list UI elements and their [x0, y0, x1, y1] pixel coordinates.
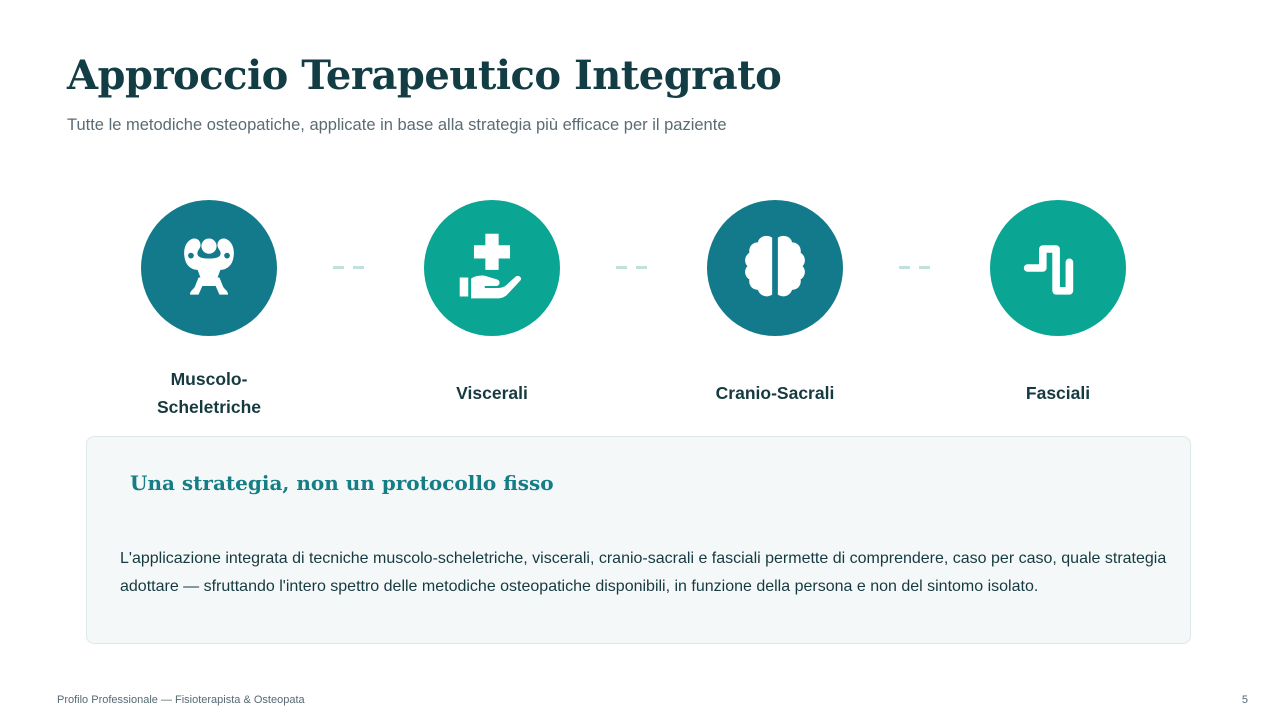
techniques-row: Muscolo-Scheletriche Viscerali: [0, 200, 1280, 420]
technique-cranio-sacrali: Cranio-Sacrali: [665, 200, 885, 423]
technique-viscerali: Viscerali: [382, 200, 602, 423]
technique-muscolo-scheletriche: Muscolo-Scheletriche: [99, 200, 319, 423]
technique-circle: [141, 200, 277, 336]
technique-label: Muscolo-Scheletriche: [156, 369, 262, 417]
strategy-panel: Una strategia, non un protocollo fisso L…: [86, 436, 1191, 644]
care-hand-plus-icon: [459, 233, 522, 299]
technique-label: Viscerali: [456, 383, 528, 403]
slide-subtitle: Tutte le metodiche osteopatiche, applica…: [67, 116, 727, 134]
footer-caption: Profilo Professionale — Fisioterapista &…: [57, 694, 305, 706]
technique-fasciali: Fasciali: [948, 200, 1168, 423]
connector-dashes: [333, 266, 365, 269]
brain-icon: [745, 235, 805, 297]
technique-circle: [707, 200, 843, 336]
panel-title: Una strategia, non un protocollo fisso: [130, 471, 554, 495]
page-number: 5: [1241, 694, 1248, 706]
technique-label: Cranio-Sacrali: [715, 383, 835, 403]
connector-dashes: [899, 266, 931, 269]
technique-circle: [424, 200, 560, 336]
wave-line-icon: [1023, 245, 1074, 295]
muscle-icon: [184, 238, 234, 295]
connector-dashes: [616, 266, 648, 269]
technique-circle: [990, 200, 1126, 336]
panel-text: L'applicazione integrata di tecniche mus…: [120, 550, 1167, 595]
slide-title: Approccio Terapeutico Integrato: [67, 52, 782, 99]
technique-label: Fasciali: [1025, 383, 1091, 403]
